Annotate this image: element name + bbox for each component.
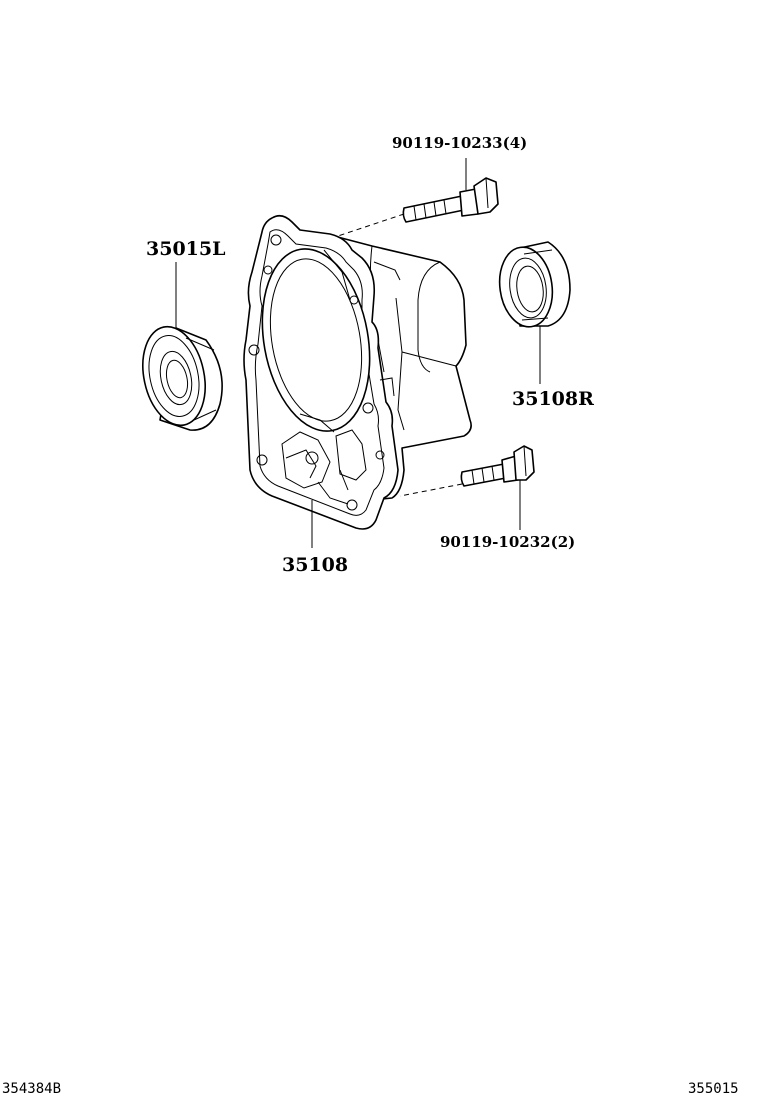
footer-right-code: 355015 [688,1081,739,1097]
part-label-bearing[interactable]: 35015L [146,238,226,260]
upper-bolt-drawing [337,158,499,237]
lower-bolt-drawing [399,445,535,530]
part-label-oil-seal[interactable]: 35108R [512,388,594,410]
footer-left-code: 354384B [2,1081,62,1097]
housing-drawing [243,214,472,530]
oil-seal-drawing [498,241,571,384]
part-label-lower-bolt[interactable]: 90119-10232(2) [440,533,576,551]
bearing-drawing [142,262,223,431]
part-label-upper-bolt[interactable]: 90119-10233(4) [392,134,528,152]
part-label-housing[interactable]: 35108 [282,554,349,576]
